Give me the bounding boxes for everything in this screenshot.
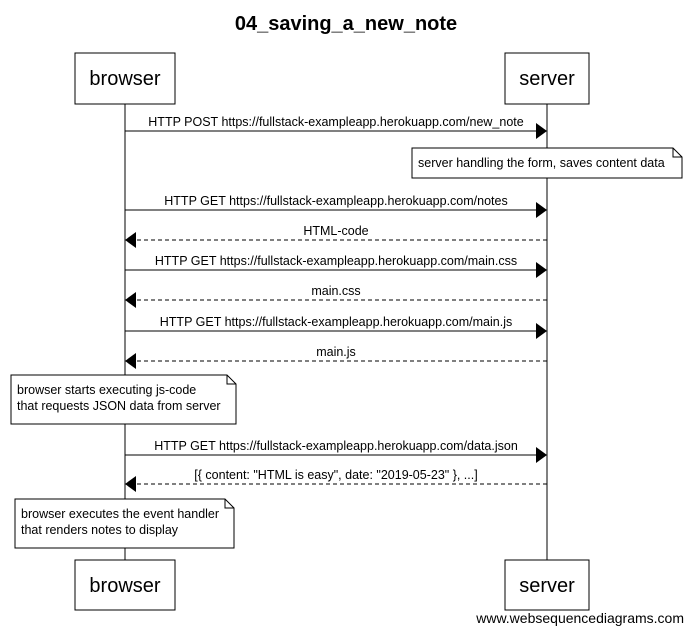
note-11: browser executes the event handler that r… xyxy=(14,498,235,549)
actor-label: server xyxy=(519,68,575,90)
note-fold xyxy=(226,375,236,385)
note-line: that requests JSON data from server xyxy=(17,399,221,413)
arrowhead xyxy=(536,262,547,278)
arrowhead xyxy=(125,476,136,492)
arrowhead xyxy=(125,353,136,369)
message-label: HTTP POST https://fullstack-exampleapp.h… xyxy=(148,115,523,129)
actor-browser-top: browser xyxy=(74,52,176,105)
message-3: HTML-code xyxy=(125,224,547,248)
message-label: main.js xyxy=(316,345,356,359)
note-fold xyxy=(672,148,682,158)
note-box xyxy=(10,374,237,425)
actor-server-bottom: server xyxy=(504,559,590,611)
steps: HTTP POST https://fullstack-exampleapp.h… xyxy=(10,115,683,549)
message-0: HTTP POST https://fullstack-exampleapp.h… xyxy=(125,115,547,139)
arrowhead xyxy=(125,232,136,248)
footer-watermark: www.websequencediagrams.com xyxy=(475,610,684,626)
note-line: server handling the form, saves content … xyxy=(418,156,665,170)
message-9: HTTP GET https://fullstack-exampleapp.he… xyxy=(125,439,547,463)
diagram-title: 04_saving_a_new_note xyxy=(235,13,457,35)
note-box xyxy=(14,498,235,549)
message-2: HTTP GET https://fullstack-exampleapp.he… xyxy=(125,194,547,218)
message-6: HTTP GET https://fullstack-exampleapp.he… xyxy=(125,315,547,339)
message-label: HTTP GET https://fullstack-exampleapp.he… xyxy=(154,439,518,453)
actor-label: browser xyxy=(89,575,160,597)
actor-label: server xyxy=(519,575,575,597)
message-label: HTTP GET https://fullstack-exampleapp.he… xyxy=(164,194,507,208)
arrowhead xyxy=(536,447,547,463)
arrowhead xyxy=(536,202,547,218)
actor-server-top: server xyxy=(504,52,590,105)
message-label: HTML-code xyxy=(303,224,368,238)
arrowhead xyxy=(125,292,136,308)
arrowhead xyxy=(536,123,547,139)
message-5: main.css xyxy=(125,284,547,308)
message-7: main.js xyxy=(125,345,547,369)
actor-browser-bottom: browser xyxy=(74,559,176,611)
message-label: HTTP GET https://fullstack-exampleapp.he… xyxy=(160,315,512,329)
message-label: [{ content: "HTML is easy", date: "2019-… xyxy=(194,468,477,482)
note-line: browser starts executing js-code xyxy=(17,383,196,397)
note-fold xyxy=(224,499,234,509)
note-line: browser executes the event handler xyxy=(21,507,219,521)
note-8: browser starts executing js-code that req… xyxy=(10,374,237,425)
note-line: that renders notes to display xyxy=(21,523,179,537)
message-label: main.css xyxy=(311,284,360,298)
actor-label: browser xyxy=(89,68,160,90)
message-4: HTTP GET https://fullstack-exampleapp.he… xyxy=(125,254,547,278)
message-label: HTTP GET https://fullstack-exampleapp.he… xyxy=(155,254,517,268)
message-10: [{ content: "HTML is easy", date: "2019-… xyxy=(125,468,547,492)
arrowhead xyxy=(536,323,547,339)
note-box xyxy=(411,147,683,179)
note-1: server handling the form, saves content … xyxy=(411,147,683,179)
